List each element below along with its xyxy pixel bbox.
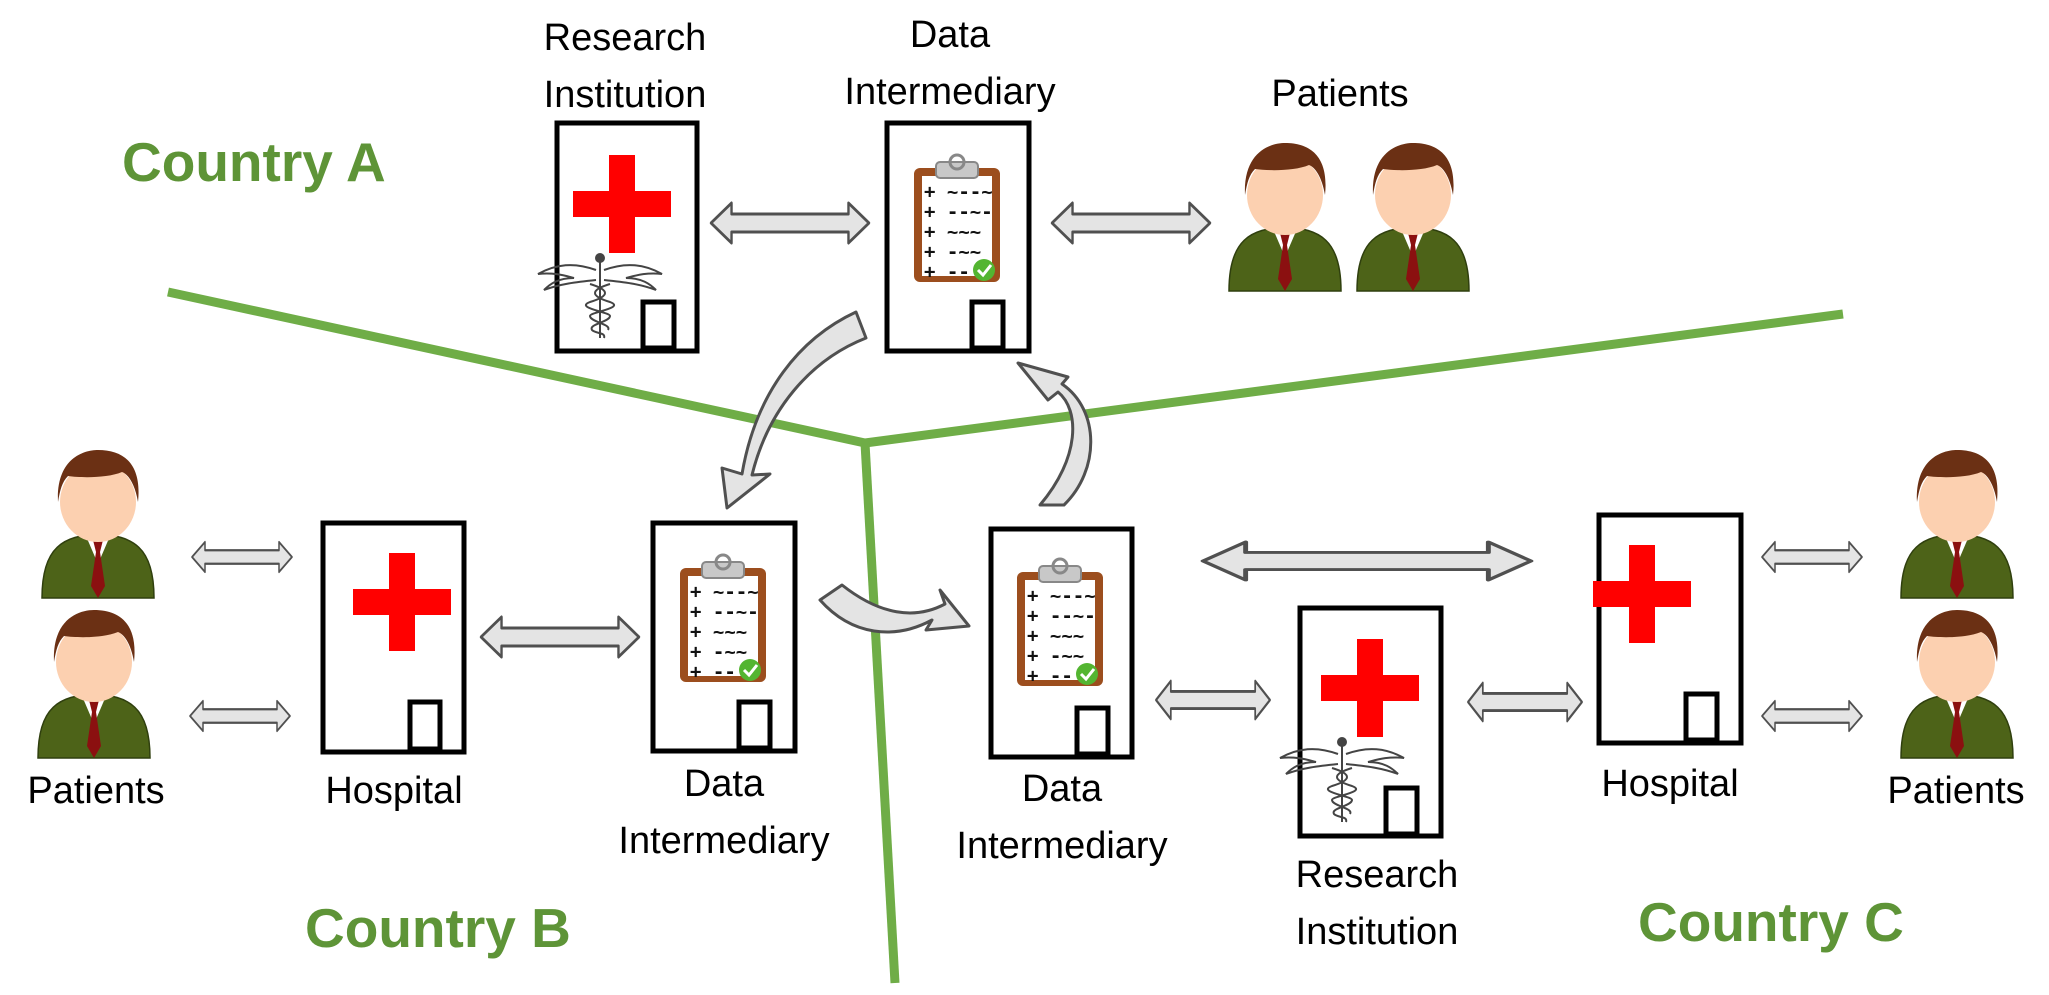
patients-b: Patients — [27, 449, 165, 812]
patients-c: Patients — [1887, 449, 2025, 812]
patients-a: Patients — [1228, 73, 1470, 292]
data-intermediary-a-label-2: Intermediary — [844, 71, 1055, 113]
border-a-c — [864, 309, 1844, 448]
arrow-research-c-hospital-c — [1466, 681, 1584, 723]
border-b-c — [860, 442, 900, 984]
curved-arrow-intermediary-b-to-c — [818, 583, 971, 634]
patients-b-label: Patients — [27, 770, 164, 812]
research-institution-c-label-1: Research — [1296, 854, 1459, 896]
data-intermediary-b: Data Intermediary — [618, 520, 830, 862]
arrow-research-a-intermediary-a — [709, 201, 871, 245]
data-intermediary-a: Data Intermediary — [844, 14, 1056, 354]
patient-icon — [1228, 142, 1342, 292]
patient-icon — [37, 609, 151, 759]
data-intermediary-c-label-1: Data — [1022, 768, 1103, 810]
country-a-title: Country A — [122, 131, 386, 193]
data-intermediary-c: Data Intermediary — [956, 526, 1168, 867]
arrow-intermediary-c-hospital-c — [1203, 542, 1531, 580]
arrow-intermediary-c-research-c — [1154, 679, 1272, 721]
hospital-building-icon — [320, 520, 467, 755]
research-institution-c: Research Institution — [1279, 605, 1459, 953]
country-borders — [167, 287, 1844, 984]
data-intermediary-building-icon — [988, 526, 1135, 760]
arrow-intermediary-a-patients-a — [1050, 201, 1212, 245]
research-institution-a: Research Institution — [537, 17, 707, 354]
clipboard-icon — [678, 553, 768, 685]
research-building-icon — [537, 120, 700, 354]
arrow-hospital-b-intermediary-b — [479, 615, 641, 659]
data-intermediary-b-label-2: Intermediary — [618, 820, 829, 862]
data-intermediary-c-label-2: Intermediary — [956, 825, 1167, 867]
arrow-patient-b2-hospital-b — [188, 699, 292, 733]
patient-icon — [1900, 609, 2014, 759]
hospital-b: Hospital — [320, 520, 467, 812]
hospital-building-icon — [1593, 512, 1744, 746]
arrow-hospital-c-patient-c2 — [1760, 699, 1864, 733]
country-c-title: Country C — [1638, 891, 1904, 953]
data-intermediary-building-icon — [884, 120, 1032, 354]
patient-icon — [1356, 142, 1470, 292]
hospital-c: Hospital — [1593, 512, 1744, 805]
hospital-c-label: Hospital — [1601, 763, 1738, 805]
arrow-patient-b1-hospital-b — [190, 540, 294, 574]
curved-arrow-intermediary-a-to-b — [720, 310, 868, 510]
patient-icon — [1900, 449, 2014, 599]
research-institution-a-label-2: Institution — [544, 74, 707, 116]
research-institution-a-label-1: Research — [544, 17, 707, 59]
clipboard-icon — [912, 153, 1002, 285]
data-intermediary-a-label-1: Data — [910, 14, 991, 56]
arrow-hospital-c-patient-c1 — [1760, 540, 1864, 574]
research-building-icon — [1279, 605, 1444, 839]
curved-arrow-intermediary-c-to-a — [1016, 361, 1093, 507]
clipboard-icon — [1015, 557, 1105, 689]
research-institution-c-label-2: Institution — [1296, 911, 1459, 953]
border-a-b — [167, 287, 866, 448]
patients-c-label: Patients — [1887, 770, 2024, 812]
data-intermediary-b-label-1: Data — [684, 763, 765, 805]
patients-a-label: Patients — [1271, 73, 1408, 115]
hospital-b-label: Hospital — [325, 770, 462, 812]
country-b-title: Country B — [305, 897, 571, 959]
data-intermediary-building-icon — [650, 520, 798, 754]
patient-icon — [41, 449, 155, 599]
